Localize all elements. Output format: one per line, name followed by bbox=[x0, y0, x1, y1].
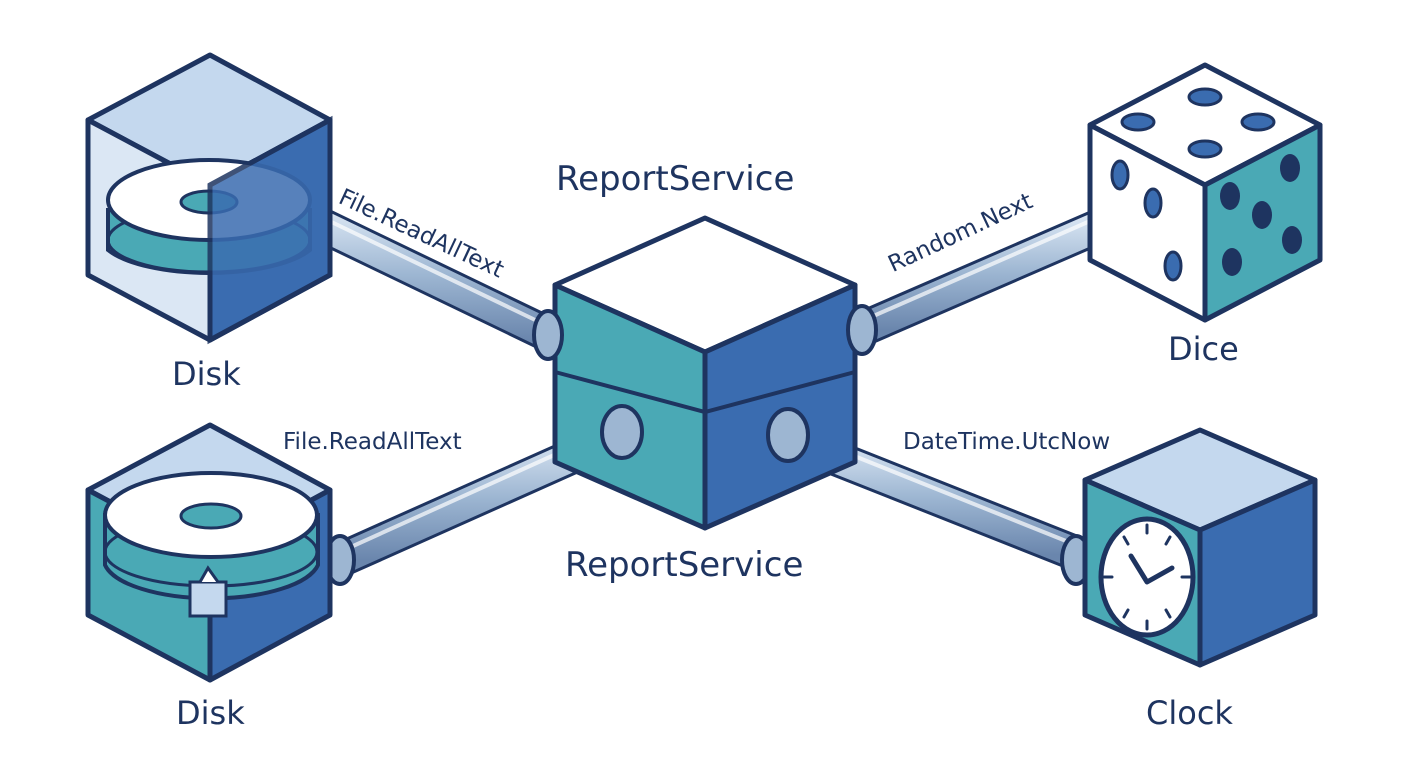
dice-icon bbox=[1087, 62, 1323, 323]
node-label-clock: Clock bbox=[1146, 694, 1233, 732]
center-title-bottom: ReportService bbox=[565, 545, 804, 585]
connection-label-disk-bottom: File.ReadAllText bbox=[283, 429, 462, 455]
node-label-disk-top: Disk bbox=[172, 355, 241, 393]
disk-icon bbox=[85, 422, 333, 683]
node-label-dice: Dice bbox=[1168, 330, 1239, 368]
node-label-disk-bottom: Disk bbox=[176, 694, 245, 732]
clock-icon bbox=[1082, 427, 1318, 668]
report-service-cube bbox=[532, 215, 878, 531]
connection-label-clock: DateTime.UtcNow bbox=[903, 429, 1111, 455]
disk-icon bbox=[85, 52, 333, 345]
center-title-top: ReportService bbox=[556, 159, 795, 199]
